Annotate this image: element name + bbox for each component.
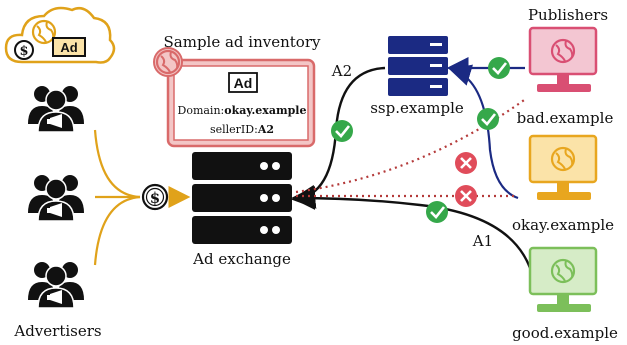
advertisers-label: Advertisers: [13, 322, 101, 340]
bad-example-monitor-icon: [528, 26, 598, 92]
okay-to-ssp-arrow: [448, 64, 519, 200]
inventory-seller-line: sellerID:A2: [210, 123, 274, 136]
advertiser-group-icon-1: [27, 85, 85, 133]
cross-icon-okay-rejected: [455, 185, 477, 207]
path-a1-label: A1: [472, 232, 493, 250]
okay-example-label: okay.example: [512, 216, 614, 234]
cloud-ad-badge: Ad: [60, 40, 77, 55]
advertiser-group-icon-3: [27, 261, 85, 309]
ssp-server-icon: [388, 36, 448, 96]
money-icon: $: [141, 183, 169, 211]
good-example-monitor-icon: [528, 246, 598, 312]
publishers-title: Publishers: [528, 6, 608, 24]
okay-example-monitor-icon: [528, 134, 598, 200]
inventory-domain-line: Domain:okay.example: [178, 104, 307, 117]
path-a2-label: A2: [331, 62, 352, 80]
check-icon-bad-to-ssp: [488, 57, 510, 79]
sample-ad-inventory-title: Sample ad inventory: [164, 33, 321, 51]
sample-ad-inventory: Ad Domain:okay.example sellerID:A2: [166, 58, 316, 148]
good-example-label: good.example: [512, 324, 618, 342]
check-icon-a1: [426, 201, 448, 223]
ad-cloud-icon: $ Ad: [4, 6, 116, 64]
bad-example-label: bad.example: [517, 109, 614, 127]
ssp-label: ssp.example: [370, 99, 464, 117]
advertiser-group-icon-2: [27, 174, 85, 222]
cloud-dollar-symbol: $: [19, 44, 28, 59]
check-icon-a2: [331, 120, 353, 142]
inventory-ad-badge: Ad: [234, 75, 253, 91]
check-icon-okay-to-ssp: [477, 108, 499, 130]
advertiser-bottom-link: [93, 195, 141, 266]
ad-exchange-label: Ad exchange: [192, 250, 291, 268]
ad-exchange-server-icon: [192, 152, 292, 244]
money-symbol: $: [150, 189, 160, 207]
advertiser-top-link: [93, 129, 141, 199]
cross-icon-bad-rejected: [455, 152, 477, 174]
rejected-link-bad: [295, 97, 528, 194]
path-a1-arrow: [291, 186, 532, 269]
inventory-globe-icon: [153, 47, 183, 77]
